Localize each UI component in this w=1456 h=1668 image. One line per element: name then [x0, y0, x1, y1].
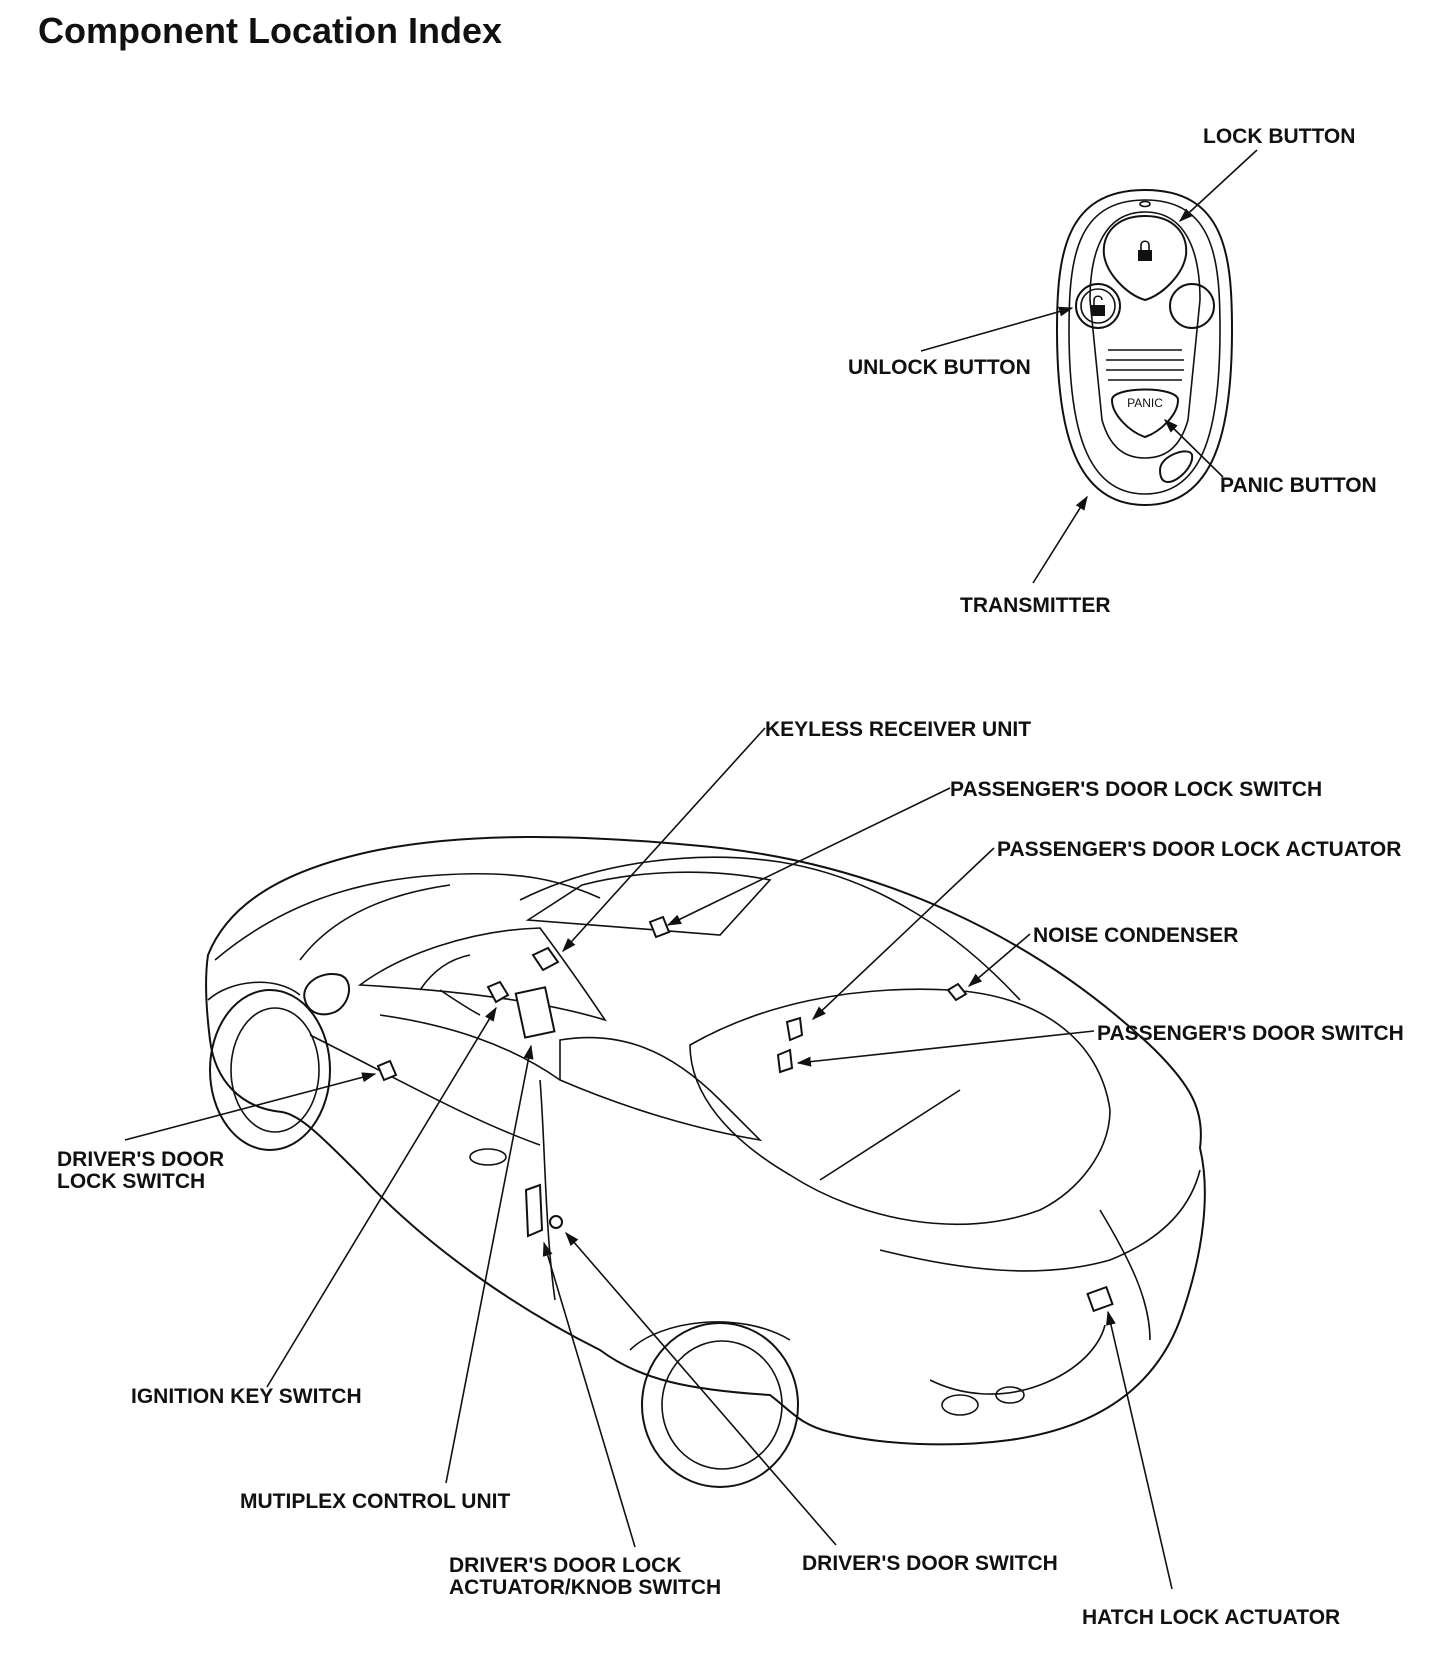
- transmitter-leaders: [920, 149, 1258, 584]
- hatch-lock-actuator-part: [1086, 1285, 1114, 1313]
- label-passengers-door-switch: PASSENGER'S DOOR SWITCH: [1097, 1022, 1404, 1045]
- fob-lock-button: [1102, 214, 1188, 302]
- car-hood: [214, 872, 601, 961]
- label-ignition-key-switch: IGNITION KEY SWITCH: [131, 1385, 362, 1408]
- component-markers: [376, 915, 1114, 1313]
- fob-grip-lines: [1106, 349, 1184, 381]
- label-drivers-door-lock-switch-1: DRIVER'S DOOR: [57, 1148, 224, 1171]
- page-title: Component Location Index: [38, 10, 502, 51]
- label-drivers-door-lock-actuator-2: ACTUATOR/KNOB SWITCH: [449, 1576, 721, 1599]
- label-keyless-receiver-unit: KEYLESS RECEIVER UNIT: [765, 718, 1031, 741]
- car-side-mirror: [303, 973, 350, 1016]
- fob-inner-outline: [1068, 199, 1221, 495]
- passengers-door-lock-switch-part: [648, 915, 671, 939]
- label-drivers-door-lock-actuator-1: DRIVER'S DOOR LOCK: [449, 1554, 682, 1577]
- label-panic-button: PANIC BUTTON: [1220, 474, 1377, 497]
- fob-unlock-button: [1075, 283, 1121, 329]
- noise-condenser-part: [946, 982, 968, 1002]
- label-hatch-lock-actuator: HATCH LOCK ACTUATOR: [1082, 1606, 1340, 1629]
- drivers-door-lock-switch-part: [376, 1059, 398, 1082]
- car-leaders: [124, 727, 1173, 1590]
- car-front-wheel: [207, 981, 331, 1151]
- drivers-door-switch-part: [549, 1215, 563, 1229]
- label-noise-condenser: NOISE CONDENSER: [1033, 924, 1238, 947]
- label-lock-button: LOCK BUTTON: [1203, 125, 1355, 148]
- fob-button-panel: [1089, 211, 1201, 459]
- fob-outline: [1055, 188, 1234, 507]
- label-drivers-door-switch: DRIVER'S DOOR SWITCH: [802, 1552, 1058, 1575]
- car-door: [539, 1079, 556, 1301]
- ignition-key-switch-part: [486, 980, 510, 1004]
- car-rear-wheel: [629, 1321, 799, 1488]
- label-multiplex-control-unit: MUTIPLEX CONTROL UNIT: [240, 1490, 510, 1513]
- label-passengers-door-lock-actuator: PASSENGER'S DOOR LOCK ACTUATOR: [997, 838, 1401, 861]
- keyless-receiver-unit-part: [531, 946, 560, 972]
- fob-key-ring-hole: [1139, 200, 1151, 208]
- car-windshield: [357, 927, 607, 1022]
- lock-icon: [1138, 240, 1152, 261]
- unlock-icon: [1091, 295, 1105, 316]
- car-tail-light: [929, 1324, 1106, 1395]
- fob-panic-button: [1110, 388, 1180, 439]
- drivers-door-lock-actuator-part: [524, 1183, 544, 1238]
- fob-blank-button: [1169, 283, 1215, 329]
- label-drivers-door-lock-switch-2: LOCK SWITCH: [57, 1170, 205, 1193]
- car-body-outline: [204, 836, 1206, 1446]
- passengers-door-switch-part: [776, 1048, 794, 1074]
- car-rear-window: [689, 988, 1111, 1225]
- car-sunroof: [525, 871, 772, 936]
- car-trunk: [879, 1169, 1201, 1272]
- fob-small-button: [1158, 450, 1194, 484]
- transmitter-drawing: PANIC: [1055, 188, 1234, 507]
- passengers-door-lock-actuator-part: [785, 1016, 804, 1042]
- label-unlock-button: UNLOCK BUTTON: [848, 356, 1031, 379]
- car-roof: [519, 856, 1021, 1001]
- car-drawing: [204, 836, 1206, 1488]
- panic-glyph: PANIC: [1127, 396, 1163, 410]
- car-side-window: [559, 1036, 763, 1142]
- label-transmitter: TRANSMITTER: [960, 594, 1111, 617]
- label-passengers-door-lock-switch: PASSENGER'S DOOR LOCK SWITCH: [950, 778, 1322, 801]
- multiplex-control-unit-part: [514, 986, 556, 1039]
